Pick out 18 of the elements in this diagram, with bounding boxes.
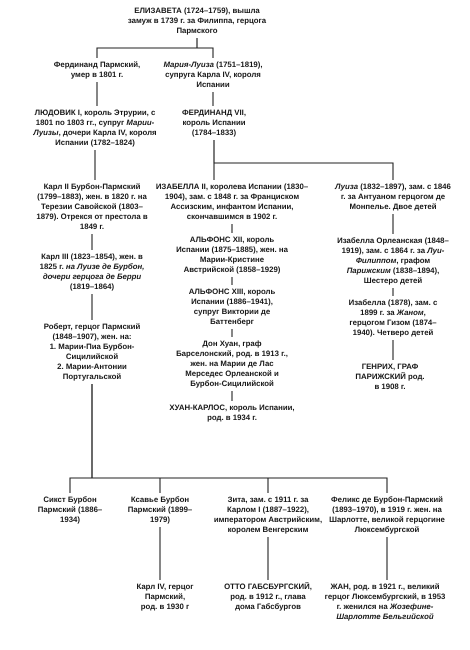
connector-line	[386, 537, 388, 580]
connector-line	[392, 340, 394, 360]
connector-line	[231, 277, 233, 285]
connector-line	[91, 294, 93, 320]
connector-line	[392, 214, 394, 234]
connector-line	[231, 391, 233, 401]
connector-line	[91, 234, 93, 250]
connector-line	[91, 384, 388, 493]
connector-line	[267, 537, 269, 580]
connector-line	[96, 82, 98, 106]
connector-line	[231, 224, 233, 233]
connector-line	[231, 329, 233, 337]
connector-line	[212, 92, 214, 106]
connector-line	[196, 38, 214, 58]
connector-line	[213, 140, 394, 180]
connector-line	[159, 527, 161, 580]
connector-line	[94, 150, 96, 180]
connector-line	[392, 288, 394, 296]
